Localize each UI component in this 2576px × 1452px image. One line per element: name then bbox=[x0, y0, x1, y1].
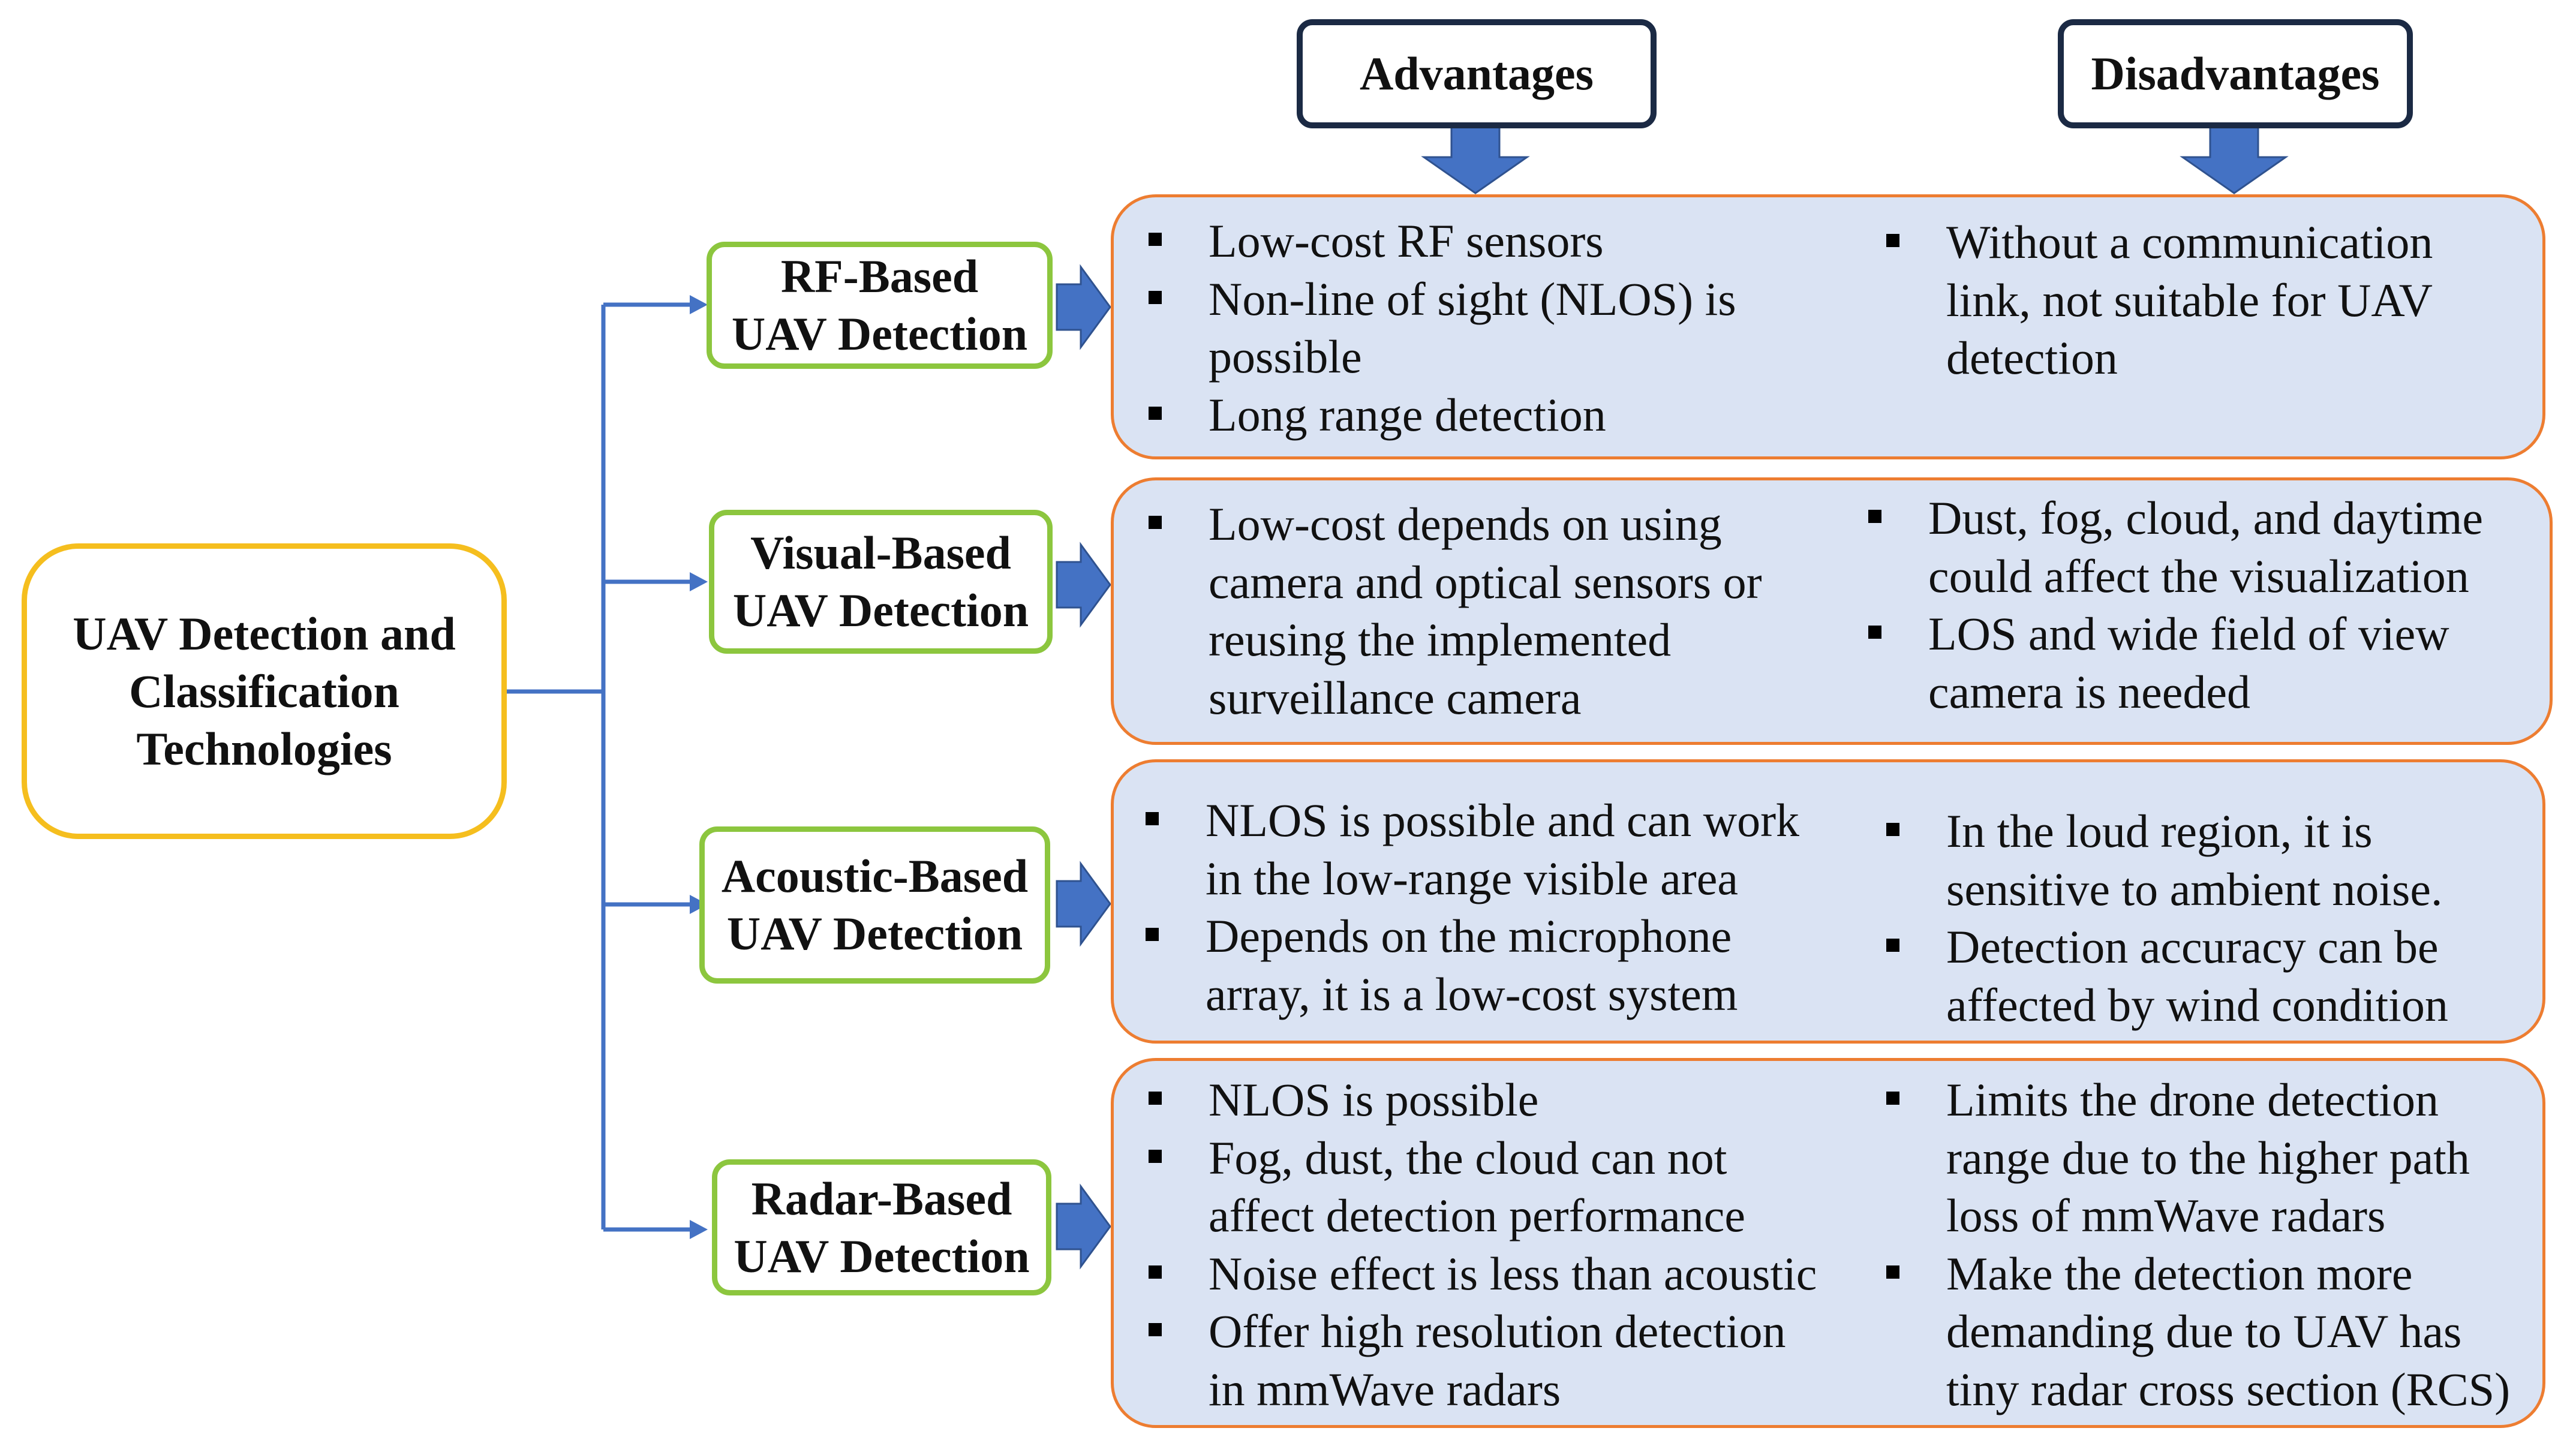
list-item-line: range due to the higher path bbox=[1946, 1131, 2470, 1184]
list-item-line: detection bbox=[1946, 332, 2118, 384]
tech-title-line: RF-Based bbox=[780, 250, 979, 302]
list-item-line: affected by wind condition bbox=[1946, 978, 2448, 1031]
tech-title-line: Radar-Based bbox=[751, 1172, 1012, 1225]
list-item: Low-cost depends on using camera and opt… bbox=[1149, 495, 1762, 727]
disadvantages-list-rf: Without a communication link, not suitab… bbox=[1886, 214, 2433, 387]
list-item-line: Dust, fog, cloud, and daytime bbox=[1928, 492, 2483, 544]
panel-rf bbox=[1111, 194, 2545, 459]
root-title: UAV Detection and Classification Technol… bbox=[73, 605, 455, 778]
panel-radar bbox=[1111, 1058, 2545, 1428]
list-item-line: camera and optical sensors or bbox=[1209, 555, 1762, 608]
advantages-header: Advantages bbox=[1297, 19, 1657, 128]
block-arrow-acoustic bbox=[1056, 861, 1111, 947]
list-item: Limits the drone detection range due to … bbox=[1886, 1071, 2510, 1245]
list-item: Fog, dust, the cloud can not affect dete… bbox=[1149, 1129, 1817, 1245]
branch-arrowhead-radar bbox=[690, 1220, 708, 1239]
panel-acoustic bbox=[1111, 759, 2545, 1044]
tech-title-line: UAV Detection bbox=[726, 907, 1023, 960]
root-box: UAV Detection and Classification Technol… bbox=[22, 543, 507, 839]
list-item-line: loss of mmWave radars bbox=[1946, 1189, 2386, 1241]
tech-box-radar: Radar-Based UAV Detection bbox=[712, 1159, 1051, 1295]
tech-title-line: UAV Detection bbox=[732, 584, 1029, 636]
list-item-line: Long range detection bbox=[1209, 388, 1606, 441]
list-item: Long range detection bbox=[1149, 386, 1736, 444]
advantages-list-radar: NLOS is possible Fog, dust, the cloud ca… bbox=[1149, 1071, 1817, 1418]
list-item-line: demanding due to UAV has bbox=[1946, 1305, 2462, 1357]
list-item-line: array, it is a low-cost system bbox=[1206, 967, 1738, 1020]
list-item-line: possible bbox=[1209, 330, 1362, 383]
tech-title-line: Acoustic-Based bbox=[721, 850, 1029, 902]
down-arrow-advantages bbox=[1421, 126, 1530, 194]
list-item-line: sensitive to ambient noise. bbox=[1946, 862, 2443, 915]
list-item-line: Non-line of sight (NLOS) is bbox=[1209, 272, 1736, 325]
tech-title-line: UAV Detection bbox=[734, 1229, 1030, 1282]
list-item-line: Fog, dust, the cloud can not bbox=[1209, 1131, 1727, 1184]
branch-arrowhead-acoustic bbox=[690, 895, 708, 914]
list-item: Offer high resolution detection in mmWav… bbox=[1149, 1303, 1817, 1418]
list-item-line: Detection accuracy can be bbox=[1946, 921, 2439, 973]
tech-box-rf: RF-Based UAV Detection bbox=[707, 242, 1053, 369]
block-arrow-visual bbox=[1056, 542, 1111, 628]
list-item-line: Depends on the microphone bbox=[1206, 910, 1732, 962]
list-item-line: could affect the visualization bbox=[1928, 549, 2469, 602]
list-item-line: tiny radar cross section (RCS) bbox=[1946, 1363, 2511, 1415]
disadvantages-list-visual: Dust, fog, cloud, and daytime could affe… bbox=[1868, 489, 2483, 721]
branch-arrowhead-visual bbox=[690, 572, 708, 591]
tech-box-acoustic: Acoustic-Based UAV Detection bbox=[699, 826, 1050, 984]
list-item: Noise effect is less than acoustic bbox=[1149, 1245, 1817, 1303]
down-arrow-disadvantages bbox=[2180, 126, 2289, 194]
list-item: Detection accuracy can be affected by wi… bbox=[1886, 918, 2448, 1034]
list-item-line: camera is needed bbox=[1928, 665, 2251, 718]
advantages-list-rf: Low-cost RF sensors Non-line of sight (N… bbox=[1149, 212, 1736, 444]
disadvantages-list-acoustic: In the loud region, it is sensitive to a… bbox=[1886, 802, 2448, 1034]
branch-arrowhead-rf bbox=[690, 295, 708, 314]
list-item-line: in the low-range visible area bbox=[1206, 852, 1738, 904]
list-item-line: Make the detection more bbox=[1946, 1247, 2413, 1300]
list-item-line: NLOS is possible and can work bbox=[1206, 794, 1800, 846]
list-item-line: surveillance camera bbox=[1209, 671, 1582, 724]
list-item: Make the detection more demanding due to… bbox=[1886, 1245, 2510, 1419]
list-item: Dust, fog, cloud, and daytime could affe… bbox=[1868, 489, 2483, 605]
list-item: LOS and wide field of view camera is nee… bbox=[1868, 605, 2483, 721]
disadvantages-list-radar: Limits the drone detection range due to … bbox=[1886, 1071, 2510, 1418]
tech-title-line: UAV Detection bbox=[731, 308, 1028, 360]
list-item: Without a communication link, not suitab… bbox=[1886, 214, 2433, 387]
list-item-line: Without a communication bbox=[1946, 216, 2433, 268]
advantages-list-visual: Low-cost depends on using camera and opt… bbox=[1149, 495, 1762, 727]
advantages-header-label: Advantages bbox=[1359, 47, 1594, 100]
list-item: Non-line of sight (NLOS) is possible bbox=[1149, 270, 1736, 386]
list-item-line: LOS and wide field of view bbox=[1928, 608, 2449, 660]
list-item-line: Offer high resolution detection bbox=[1209, 1305, 1786, 1357]
list-item-line: Low-cost RF sensors bbox=[1209, 215, 1604, 267]
block-arrow-radar bbox=[1056, 1183, 1111, 1270]
list-item-line: link, not suitable for UAV bbox=[1946, 273, 2433, 326]
list-item-line: In the loud region, it is bbox=[1946, 805, 2373, 857]
panel-visual bbox=[1111, 477, 2553, 745]
disadvantages-header-label: Disadvantages bbox=[2091, 47, 2380, 100]
list-item-line: Noise effect is less than acoustic bbox=[1209, 1247, 1817, 1300]
tech-title-line: Visual-Based bbox=[750, 527, 1011, 579]
list-item: NLOS is possible and can work in the low… bbox=[1146, 792, 1799, 907]
root-title-line: UAV Detection and bbox=[73, 607, 456, 660]
list-item-line: reusing the implemented bbox=[1209, 614, 1672, 666]
block-arrow-rf bbox=[1056, 264, 1111, 350]
list-item-line: Low-cost depends on using bbox=[1209, 498, 1722, 550]
list-item-line: affect detection performance bbox=[1209, 1189, 1746, 1241]
list-item: Depends on the microphone array, it is a… bbox=[1146, 907, 1799, 1023]
tech-box-visual: Visual-Based UAV Detection bbox=[709, 510, 1053, 654]
disadvantages-header: Disadvantages bbox=[2058, 19, 2413, 128]
list-item-line: Limits the drone detection bbox=[1946, 1074, 2439, 1126]
root-title-line: Technologies bbox=[136, 722, 392, 775]
root-title-line: Classification bbox=[129, 665, 399, 717]
list-item: In the loud region, it is sensitive to a… bbox=[1886, 802, 2448, 918]
advantages-list-acoustic: NLOS is possible and can work in the low… bbox=[1146, 792, 1799, 1023]
list-item: NLOS is possible bbox=[1149, 1071, 1817, 1129]
list-item-line: NLOS is possible bbox=[1209, 1074, 1539, 1126]
list-item-line: in mmWave radars bbox=[1209, 1363, 1561, 1415]
list-item: Low-cost RF sensors bbox=[1149, 212, 1736, 270]
